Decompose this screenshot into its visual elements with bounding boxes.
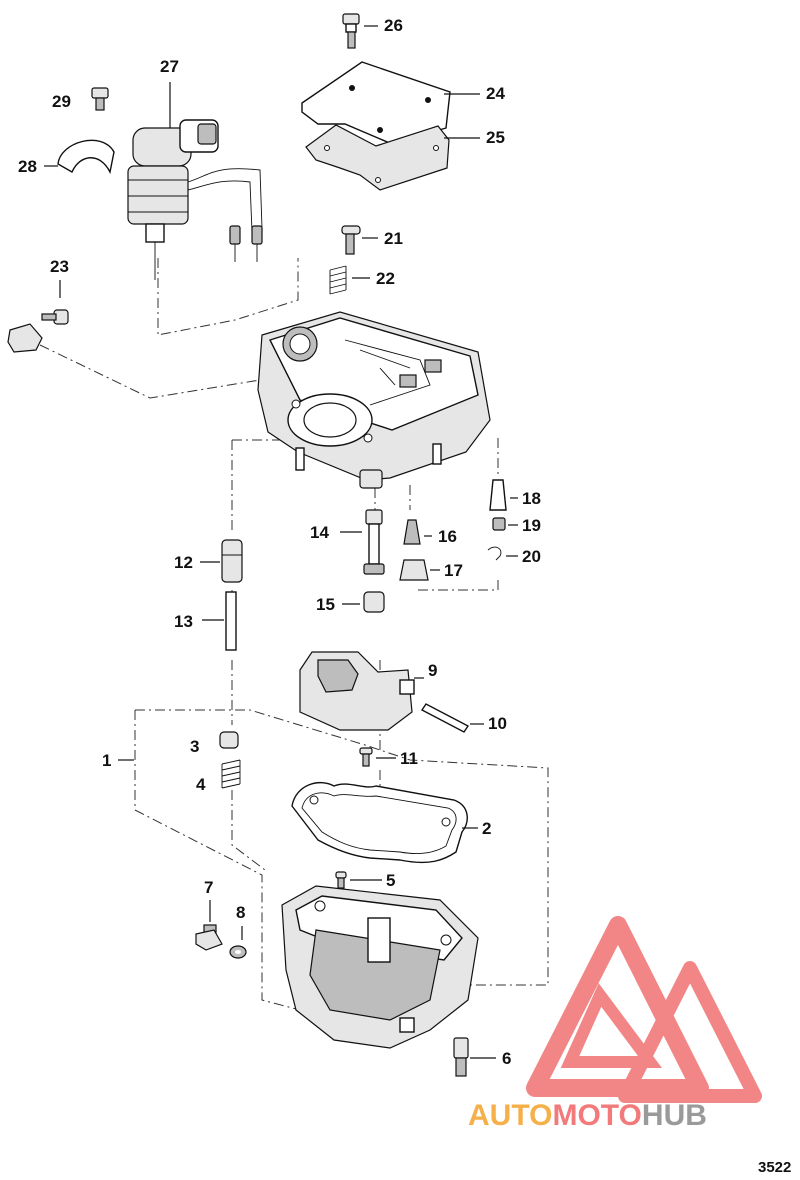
callout-19: 19 — [522, 516, 541, 535]
callout-23: 23 — [50, 257, 69, 276]
callout-5: 5 — [386, 871, 395, 890]
callout-28: 28 — [18, 157, 37, 176]
part-20-clip: 20 — [487, 546, 541, 566]
callout-22: 22 — [376, 269, 395, 288]
callout-7: 7 — [204, 878, 213, 897]
callout-13: 13 — [174, 612, 193, 631]
part-26-screw: 26 — [342, 13, 403, 49]
part-18-needle-valve: 18 — [489, 479, 541, 511]
callout-3: 3 — [190, 737, 199, 756]
part-21-screw: 21 — [341, 225, 403, 255]
part-6-drain-plug: 6 — [453, 1037, 511, 1077]
callout-2: 2 — [482, 819, 491, 838]
callout-9: 9 — [428, 661, 437, 680]
callout-25: 25 — [486, 128, 505, 147]
callout-24: 24 — [486, 84, 505, 103]
part-3-accelerator-piston: 3 — [190, 731, 239, 756]
part-16-pilot-jet: 16 — [403, 519, 457, 546]
watermark-logo-icon — [526, 916, 762, 1103]
callout-18: 18 — [522, 489, 541, 508]
part-4-spring: 4 — [196, 759, 241, 794]
part-1-assembly: 1 — [102, 751, 134, 770]
callout-6: 6 — [502, 1049, 511, 1068]
callout-27: 27 — [160, 57, 179, 76]
callout-26: 26 — [384, 16, 403, 35]
callout-21: 21 — [384, 229, 403, 248]
callout-29: 29 — [52, 92, 71, 111]
part-19-seat: 19 — [492, 516, 541, 535]
watermark-text-auto: AUTO — [468, 1099, 552, 1132]
callout-14: 14 — [310, 523, 329, 542]
part-13-needle: 13 — [174, 591, 237, 651]
callout-1: 1 — [102, 751, 111, 770]
callout-20: 20 — [522, 547, 541, 566]
float-bowl — [281, 885, 479, 1049]
part-17-plug: 17 — [399, 559, 463, 581]
callout-10: 10 — [488, 714, 507, 733]
callout-15: 15 — [316, 595, 335, 614]
part-9-float: 9 — [299, 651, 437, 731]
watermark-text: AUTOMOTOHUB — [468, 1099, 707, 1132]
part-10-float-pin: 10 — [420, 703, 507, 733]
part-25-gasket: 25 — [305, 124, 505, 191]
figure-number: 3522 — [758, 1159, 791, 1176]
part-5-screw: 5 — [335, 871, 395, 890]
callout-11: 11 — [400, 749, 418, 768]
callout-4: 4 — [196, 775, 206, 794]
callout-16: 16 — [438, 527, 457, 546]
part-12-jet-holder: 12 — [174, 539, 243, 583]
callout-12: 12 — [174, 553, 193, 572]
part-14-main-nozzle: 14 — [310, 509, 385, 575]
part-27-throttle-sensor: 27 — [127, 57, 263, 280]
watermark-text-hub: HUB — [642, 1099, 707, 1132]
watermark-text-moto: MOTO — [552, 1099, 641, 1132]
part-22-spring: 22 — [329, 265, 395, 295]
part-7-drain-screw: 7 — [195, 878, 223, 951]
part-29-screw: 29 — [52, 87, 109, 111]
part-11-screw: 11 — [359, 747, 418, 768]
part-24-cover-plate: 24 — [301, 61, 505, 145]
part-23-screw-bracket: 23 — [7, 257, 69, 353]
callout-8: 8 — [236, 903, 245, 922]
part-15-main-jet: 15 — [316, 591, 385, 614]
carburetor-body — [257, 311, 491, 489]
part-8-washer: 8 — [229, 903, 247, 959]
callout-17: 17 — [444, 561, 463, 580]
part-2-float-bowl-gasket: 2 — [291, 781, 491, 864]
part-28-clip: 28 — [18, 139, 115, 176]
